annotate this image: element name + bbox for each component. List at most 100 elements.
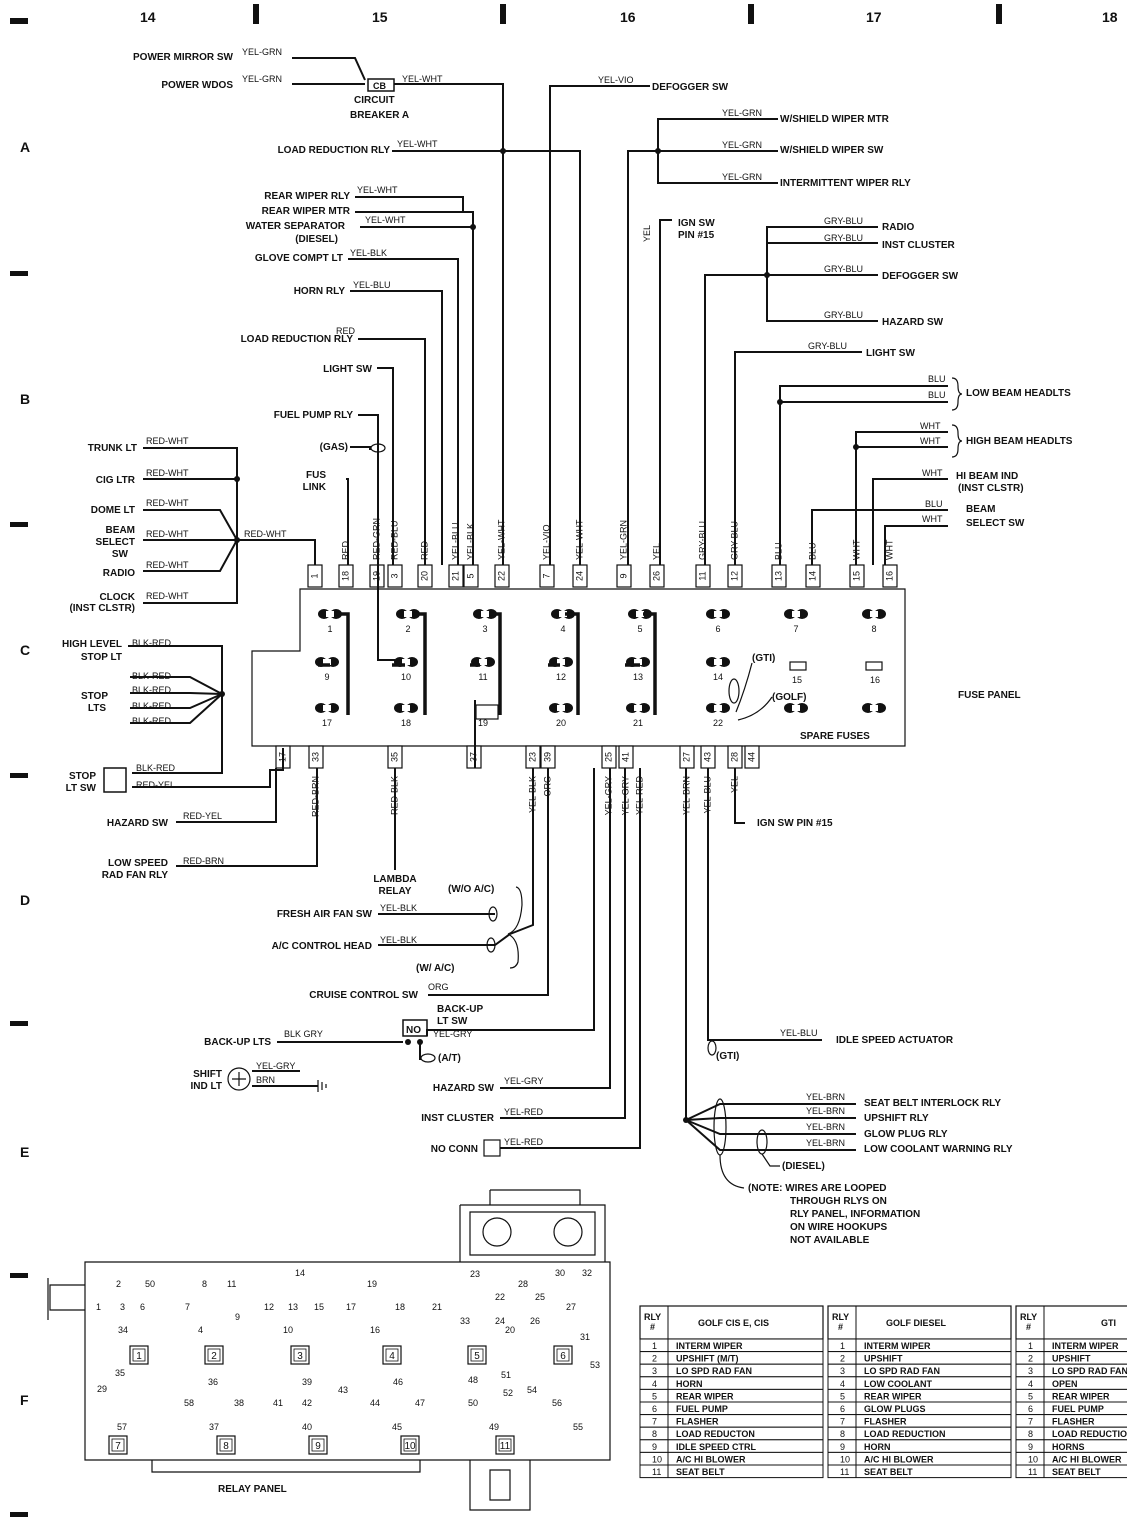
top-terminal-color: WHT	[884, 539, 894, 560]
fuse-element	[559, 611, 567, 617]
relay-table-row-num: 10	[652, 1454, 662, 1464]
wire-color: YEL-VIO	[598, 75, 634, 85]
wire-color: YEL-BLK	[380, 935, 417, 945]
relay-table-header	[1015, 1305, 1127, 1340]
relay-table-row-num: 11	[840, 1467, 849, 1477]
relay-socket-num: 10	[404, 1441, 416, 1452]
relay-table-rly-hdr: RLY	[832, 1312, 849, 1322]
gti-label-2: (GTI)	[716, 1051, 739, 1062]
low-coolant-label: LOW COOLANT WARNING RLY	[864, 1144, 1013, 1155]
relay-table-row-num: 4	[840, 1379, 845, 1389]
top-terminal-color: YEL	[651, 543, 661, 560]
rad-fan-rly-label: RAD FAN RLY	[102, 870, 169, 881]
fuse-label: 11	[478, 672, 487, 682]
defogger-sw-label: DEFOGGER SW	[652, 82, 729, 93]
fuse-element	[404, 611, 412, 617]
relay-table-num-hdr: #	[838, 1322, 843, 1332]
high-level-stop-label: STOP LT	[81, 652, 122, 663]
fuse-label: 3	[482, 624, 487, 634]
relay-table-row-label: FLASHER	[1052, 1417, 1095, 1427]
wshield-wiper-sw-label: W/SHIELD WIPER SW	[780, 145, 884, 156]
top-terminal-color: YEL-VIO	[541, 524, 551, 560]
wire-color: GRY-BLU	[824, 216, 863, 226]
relay-socket-inner	[403, 1438, 417, 1452]
fuse-label: 15	[792, 675, 802, 685]
spare-fuses-label: SPARE FUSES	[800, 731, 870, 742]
relay-table-row-label: A/C HI BLOWER	[1052, 1454, 1122, 1464]
beam-select-label: BEAM	[106, 525, 135, 536]
top-terminal-num: 18	[340, 571, 350, 581]
relay-terminal-47: 47	[415, 1398, 425, 1408]
wire-color: WHT	[920, 421, 941, 431]
top-terminal-num: 1	[309, 573, 319, 578]
relay-table-title: GTI	[1101, 1318, 1116, 1328]
relay-terminal-10: 10	[283, 1325, 293, 1335]
relay-socket-inner	[498, 1438, 512, 1452]
relay-table-row-num: 9	[1028, 1442, 1033, 1452]
relay-table-row-num: 6	[840, 1404, 845, 1414]
relay-table-row-num: 3	[1028, 1366, 1033, 1376]
rear-wiper-mtr-label: REAR WIPER MTR	[262, 206, 351, 217]
relay-terminal-50: 50	[145, 1279, 155, 1289]
relay-table-row-label: UPSHIFT	[1052, 1354, 1091, 1364]
wire-color: RED-WHT	[146, 436, 189, 446]
top-terminal-18	[338, 564, 354, 588]
fuse-label: 12	[556, 672, 566, 682]
relay-table-row-label: LOAD REDUCTION	[1052, 1429, 1127, 1439]
relay-table-row-label: LO SPD RAD FAN	[864, 1366, 940, 1376]
relay-table-row-num: 3	[652, 1366, 657, 1376]
wire-color: BLK-RED	[136, 763, 176, 773]
gas-label: (GAS)	[320, 442, 348, 453]
row-a: A	[20, 139, 30, 155]
top-terminal-num: 15	[851, 571, 861, 581]
backup-lt-sw-label: LT SW	[437, 1016, 468, 1027]
relay-socket-num: 3	[297, 1351, 303, 1362]
fuse-panel-label: FUSE PANEL	[958, 690, 1021, 701]
relay-terminal-29: 29	[97, 1384, 107, 1394]
top-terminal-num: 13	[773, 571, 783, 581]
bottom-terminal-num: 33	[310, 752, 320, 762]
relay-table-row-label: FLASHER	[864, 1417, 907, 1427]
note-label: (NOTE: WIRES ARE LOOPED	[748, 1183, 887, 1194]
relay-terminal-33: 33	[460, 1316, 470, 1326]
relay-table-row	[639, 1401, 824, 1416]
wire-color: YEL-BRN	[806, 1106, 845, 1116]
col-16: 16	[620, 9, 636, 25]
top-terminal-16	[882, 564, 898, 588]
wire-color: YEL-GRN	[722, 172, 762, 182]
row-f: F	[20, 1392, 29, 1408]
wire-color: BLK-RED	[132, 638, 172, 648]
wire-color: YEL-WHT	[365, 215, 406, 225]
relay-socket-5	[467, 1345, 487, 1365]
relay-table-row-label: SEAT BELT	[864, 1467, 913, 1477]
relay-table-row-label: GLOW PLUGS	[864, 1404, 926, 1414]
relay-socket-inner	[385, 1348, 399, 1362]
col-14: 14	[140, 9, 156, 25]
relay-terminal-21: 21	[432, 1302, 442, 1312]
fuse-element	[481, 611, 489, 617]
wire-color: YEL-BLK	[350, 248, 387, 258]
relay-table-row	[827, 1414, 1012, 1428]
bottom-terminal-num: 23	[527, 752, 537, 762]
relay-table-row-num: 7	[652, 1417, 657, 1427]
stop-lamp-wiring	[103, 645, 284, 793]
wire-color: BLK GRY	[284, 1029, 323, 1039]
relay-terminal-49: 49	[489, 1422, 499, 1432]
relay-terminal-8: 8	[202, 1279, 207, 1289]
relay-socket-inner	[311, 1438, 325, 1452]
hazard-sw-label: HAZARD SW	[107, 818, 169, 829]
relay-table-row-num: 5	[652, 1391, 657, 1401]
relay-table-row-num: 8	[652, 1429, 657, 1439]
glow-plug-rly-label: GLOW PLUG RLY	[864, 1129, 948, 1140]
relay-terminal-58: 58	[184, 1398, 194, 1408]
top-terminal-3	[387, 564, 403, 588]
relay-table-row-label: UPSHIFT (M/T)	[676, 1354, 739, 1364]
fuse-element	[636, 611, 644, 617]
rear-wiper-rly-label: REAR WIPER RLY	[264, 191, 350, 202]
relay-table-row-label: FUEL PUMP	[1052, 1404, 1104, 1414]
fuse-label: 22	[713, 718, 723, 728]
relay-socket-num: 5	[474, 1351, 480, 1362]
load-reduction-rly-label: LOAD REDUCTION RLY	[278, 145, 391, 156]
relay-terminal-43: 43	[338, 1385, 348, 1395]
